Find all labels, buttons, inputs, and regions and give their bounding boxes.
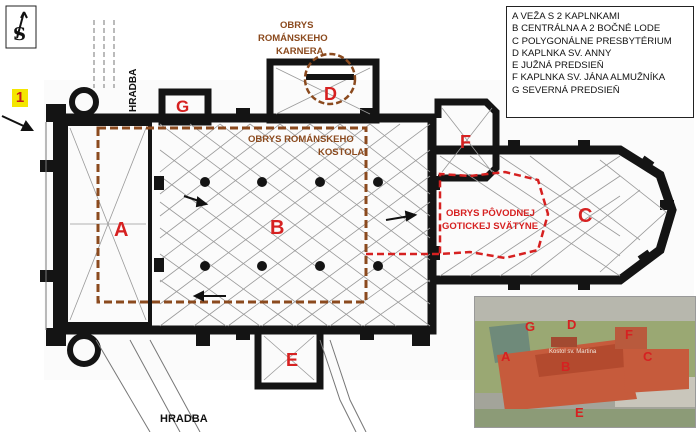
romanesque-church-outline <box>96 126 368 304</box>
label-d: D <box>324 84 337 104</box>
legend-item-e: E JUŽNÁ PREDSIEŇ <box>512 60 604 72</box>
kostol-annotation-2: KOSTOLA <box>318 147 364 158</box>
photo-label-f: F <box>625 327 633 342</box>
karner-annotation-2: ROMÁNSKEHO <box>258 33 328 44</box>
photo-label-a: A <box>501 349 511 364</box>
label-c: C <box>578 205 592 227</box>
vault-ribs <box>69 123 667 327</box>
legend-item-d: D KAPLNKA SV. ANNY <box>512 47 612 59</box>
label-e: E <box>286 350 298 370</box>
svatyna-annotation-2: GOTICKEJ SVÄTYNE <box>442 221 538 232</box>
plan-letter-labels: A B C D E F G <box>114 84 592 370</box>
chapel-d-altar <box>306 74 354 80</box>
label-g: G <box>176 97 189 116</box>
photo-label-g: G <box>525 319 535 334</box>
romanesque-karner-outline <box>303 52 357 106</box>
label-f: F <box>460 132 471 152</box>
chapel-f-e-details <box>263 107 493 381</box>
hradba-label-top: HRADBA <box>128 69 139 112</box>
pillars <box>154 176 383 272</box>
aerial-photo-inset: G D F A B C E Kostol sv. Martina <box>474 296 696 428</box>
chapel-d-details <box>275 67 371 115</box>
karner-annotation-1: OBRYS <box>280 20 313 31</box>
viewpoint-marker: 1 <box>12 89 28 107</box>
legend-box: A VEŽA S 2 KAPLNKAMI B CENTRÁLNA A 2 BOČ… <box>506 6 694 118</box>
photo-label-e: E <box>575 405 584 420</box>
buttresses <box>40 104 674 346</box>
legend-item-g: G SEVERNÁ PREDSIEŇ <box>512 84 620 96</box>
city-wall-lines <box>45 20 367 432</box>
photo-label-b: B <box>561 359 570 374</box>
karner-annotation-3: KARNERA <box>276 46 324 57</box>
label-b: B <box>270 217 284 239</box>
outer-walls <box>53 58 677 390</box>
legend-item-c: C POLYGONÁLNE PRESBYTÉRIUM <box>512 35 672 47</box>
gothic-sanctuary-outline <box>366 170 550 260</box>
photo-caption: Kostol sv. Martina <box>549 349 597 355</box>
label-a: A <box>114 219 128 241</box>
svg-text:S: S <box>13 24 26 45</box>
photo-label-c: C <box>643 349 653 364</box>
legend-item-b: B CENTRÁLNA A 2 BOČNÉ LODE <box>512 23 661 35</box>
svatyna-annotation-1: OBRYS PÔVODNEJ <box>446 207 535 219</box>
legend-item-f: F KAPLNKA SV. JÁNA ALMUŽNÍKA <box>512 72 666 84</box>
hradba-label-bottom: HRADBA <box>160 413 208 425</box>
direction-arrows <box>1 115 418 302</box>
photo-label-d: D <box>567 317 576 332</box>
kostol-annotation-1: OBRYS ROMÁNSKEHO <box>248 134 354 145</box>
north-arrow-icon: S <box>5 5 37 49</box>
legend-item-a: A VEŽA S 2 KAPLNKAMI <box>512 11 620 22</box>
